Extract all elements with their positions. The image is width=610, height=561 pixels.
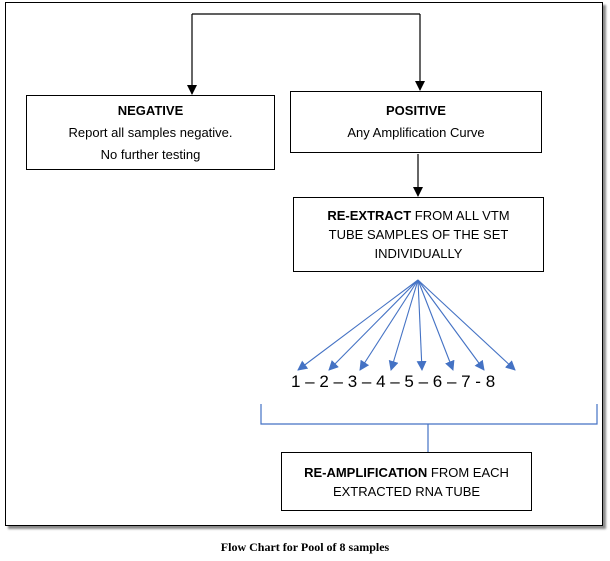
fanout-arrow-4 [388,279,419,371]
reextract-title: RE-EXTRACT [327,208,412,223]
positive-box: POSITIVE Any Amplification Curve [290,91,542,153]
negative-title: NEGATIVE [117,102,184,118]
figure-caption: Flow Chart for Pool of 8 samples [220,540,390,554]
reextract-title-rest: FROM ALL VTM [411,208,510,223]
fanout-arrow-7 [417,279,485,371]
negative-line-2: No further testing [100,146,201,162]
reamplification-title: RE-AMPLIFICATION [304,464,428,480]
reamplification-line-0: RE-AMPLIFICATION FROM EACH [304,463,509,482]
positive-title: POSITIVE [386,103,446,118]
reextract-line-1: TUBE SAMPLES OF THE SET [328,227,509,242]
reextract-line-2: INDIVIDUALLY [374,246,463,261]
reextract-line-0: RE-EXTRACT FROM ALL VTM [327,206,509,225]
fanout-arrow-8 [417,279,516,371]
sample-sequence: 1 – 2 – 3 – 4 – 5 – 6 – 7 - 8 [291,372,496,391]
reextract-box: RE-EXTRACT FROM ALL VTM TUBE SAMPLES OF … [293,197,544,272]
fanout-arrow-1 [297,279,419,371]
fanout-arrow-3 [359,279,419,371]
fanout-arrow-6 [417,279,455,371]
fanout-arrow-5 [416,279,427,371]
fanout-arrow-2 [328,279,419,371]
reamplification-line-1: EXTRACTED RNA TUBE [332,483,481,499]
positive-line-1: Any Amplification Curve [347,125,485,140]
samples-bracket [260,404,598,425]
reamplification-title-rest: FROM EACH [427,464,509,480]
negative-box: NEGATIVE Report all samples negative. No… [26,95,275,170]
reamplification-box: RE-AMPLIFICATION FROM EACH EXTRACTED RNA… [281,452,532,511]
sample-fanout-arrows [297,279,516,371]
negative-line-1: Report all samples negative. [68,124,233,140]
